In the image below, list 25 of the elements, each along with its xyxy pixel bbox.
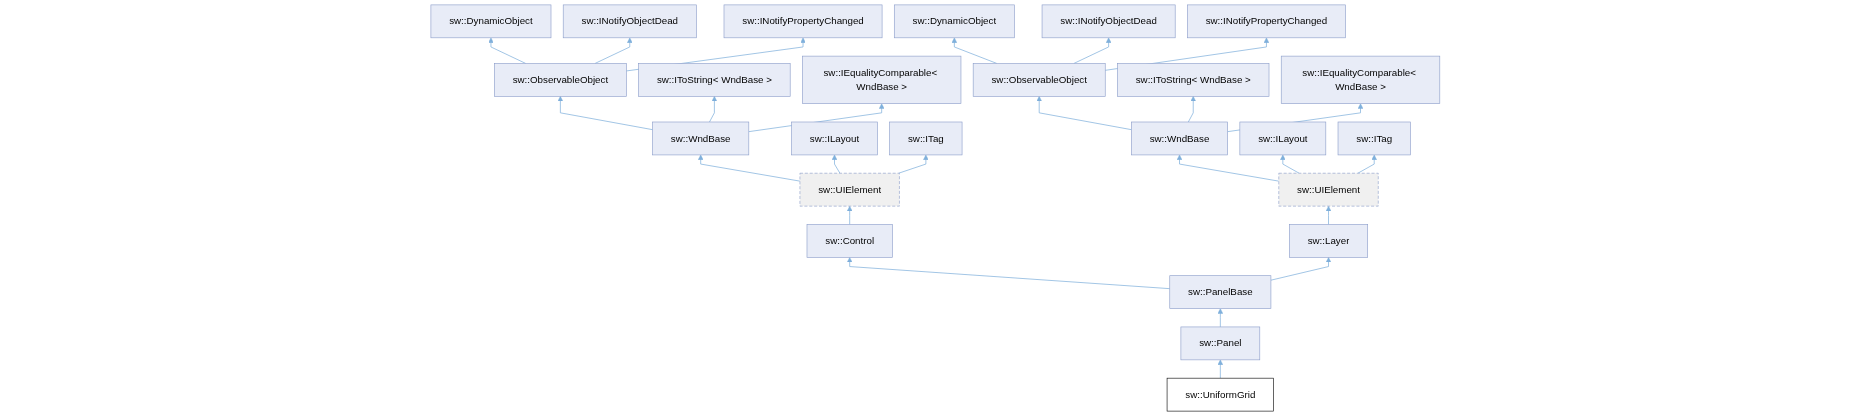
node-box: sw::ObservableObject [972, 63, 1106, 97]
node-box: sw::IEqualityComparable< WndBase > [1280, 55, 1440, 104]
node-box: sw::UIElement [1278, 172, 1379, 207]
node-box: sw::Panel [1180, 326, 1260, 361]
node-box: sw::DynamicObject [893, 4, 1015, 39]
node-box: sw::PanelBase [1169, 275, 1271, 309]
node-box: sw::INotifyObjectDead [562, 4, 697, 39]
node-box: sw::DynamicObject [430, 4, 551, 39]
node-box: sw::ILayout [1239, 121, 1326, 156]
node-box: sw::INotifyPropertyChanged [1186, 4, 1346, 39]
node-box: sw::WndBase [1130, 121, 1228, 156]
node-box: sw::IToString< WndBase > [1116, 63, 1269, 97]
node-box: sw::ITag [889, 121, 962, 156]
node-box: sw::Layer [1288, 224, 1368, 258]
node-box: sw::ObservableObject [493, 63, 627, 97]
node-box: sw::UIElement [799, 172, 900, 207]
node-box: sw::IEqualityComparable< WndBase > [801, 55, 961, 104]
node-box: sw::WndBase [651, 121, 749, 156]
node-box: sw::INotifyObjectDead [1041, 4, 1176, 39]
node-box: sw::ITag [1337, 121, 1411, 156]
node-box: sw::IToString< WndBase > [637, 63, 791, 97]
node-box: sw::INotifyPropertyChanged [723, 4, 883, 39]
node-box: sw::ILayout [790, 121, 878, 156]
node-box: sw::Control [806, 224, 893, 258]
node-box: sw::UniformGrid [1166, 377, 1274, 412]
